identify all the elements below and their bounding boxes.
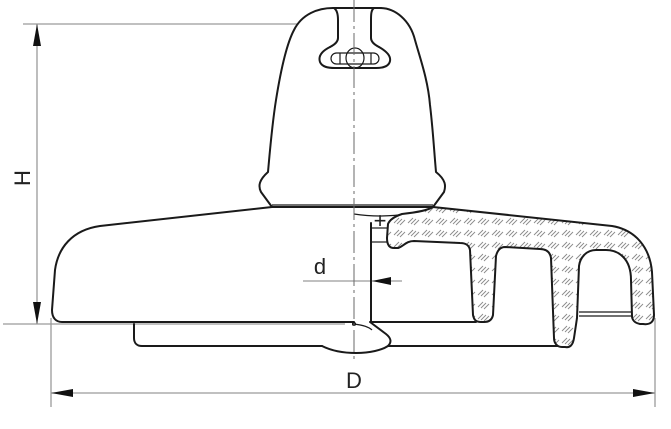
- dimension-d: D: [50, 318, 656, 407]
- cap-pin-slot: [330, 52, 380, 65]
- pin-ball: [321, 321, 392, 354]
- shell-section-hatched: [386, 206, 655, 349]
- cap-socket-right: [370, 7, 380, 48]
- d-left-arrow-icon: [51, 389, 73, 397]
- d-label: D: [346, 368, 362, 393]
- h-top-arrow-icon: [33, 24, 41, 46]
- h-bottom-arrow-icon: [33, 302, 41, 324]
- pin-skirt-left: [133, 323, 323, 347]
- cap: [258, 7, 446, 208]
- pin-d-arrow-icon: [372, 277, 391, 285]
- shell-right-section: [386, 206, 655, 349]
- cap-outline: [258, 7, 446, 208]
- shell-left-half: [51, 206, 392, 354]
- cap-socket-left: [329, 7, 339, 48]
- cement-plus-mark: +: [374, 208, 387, 233]
- dimension-pin-d: d: [303, 254, 402, 285]
- d-right-arrow-icon: [633, 389, 655, 397]
- shell-left-outline: [51, 206, 355, 323]
- pin-d-label: d: [314, 254, 326, 279]
- pin-ball-upper: [353, 323, 373, 331]
- h-label: H: [10, 170, 35, 186]
- cap-pin-head: [345, 47, 365, 69]
